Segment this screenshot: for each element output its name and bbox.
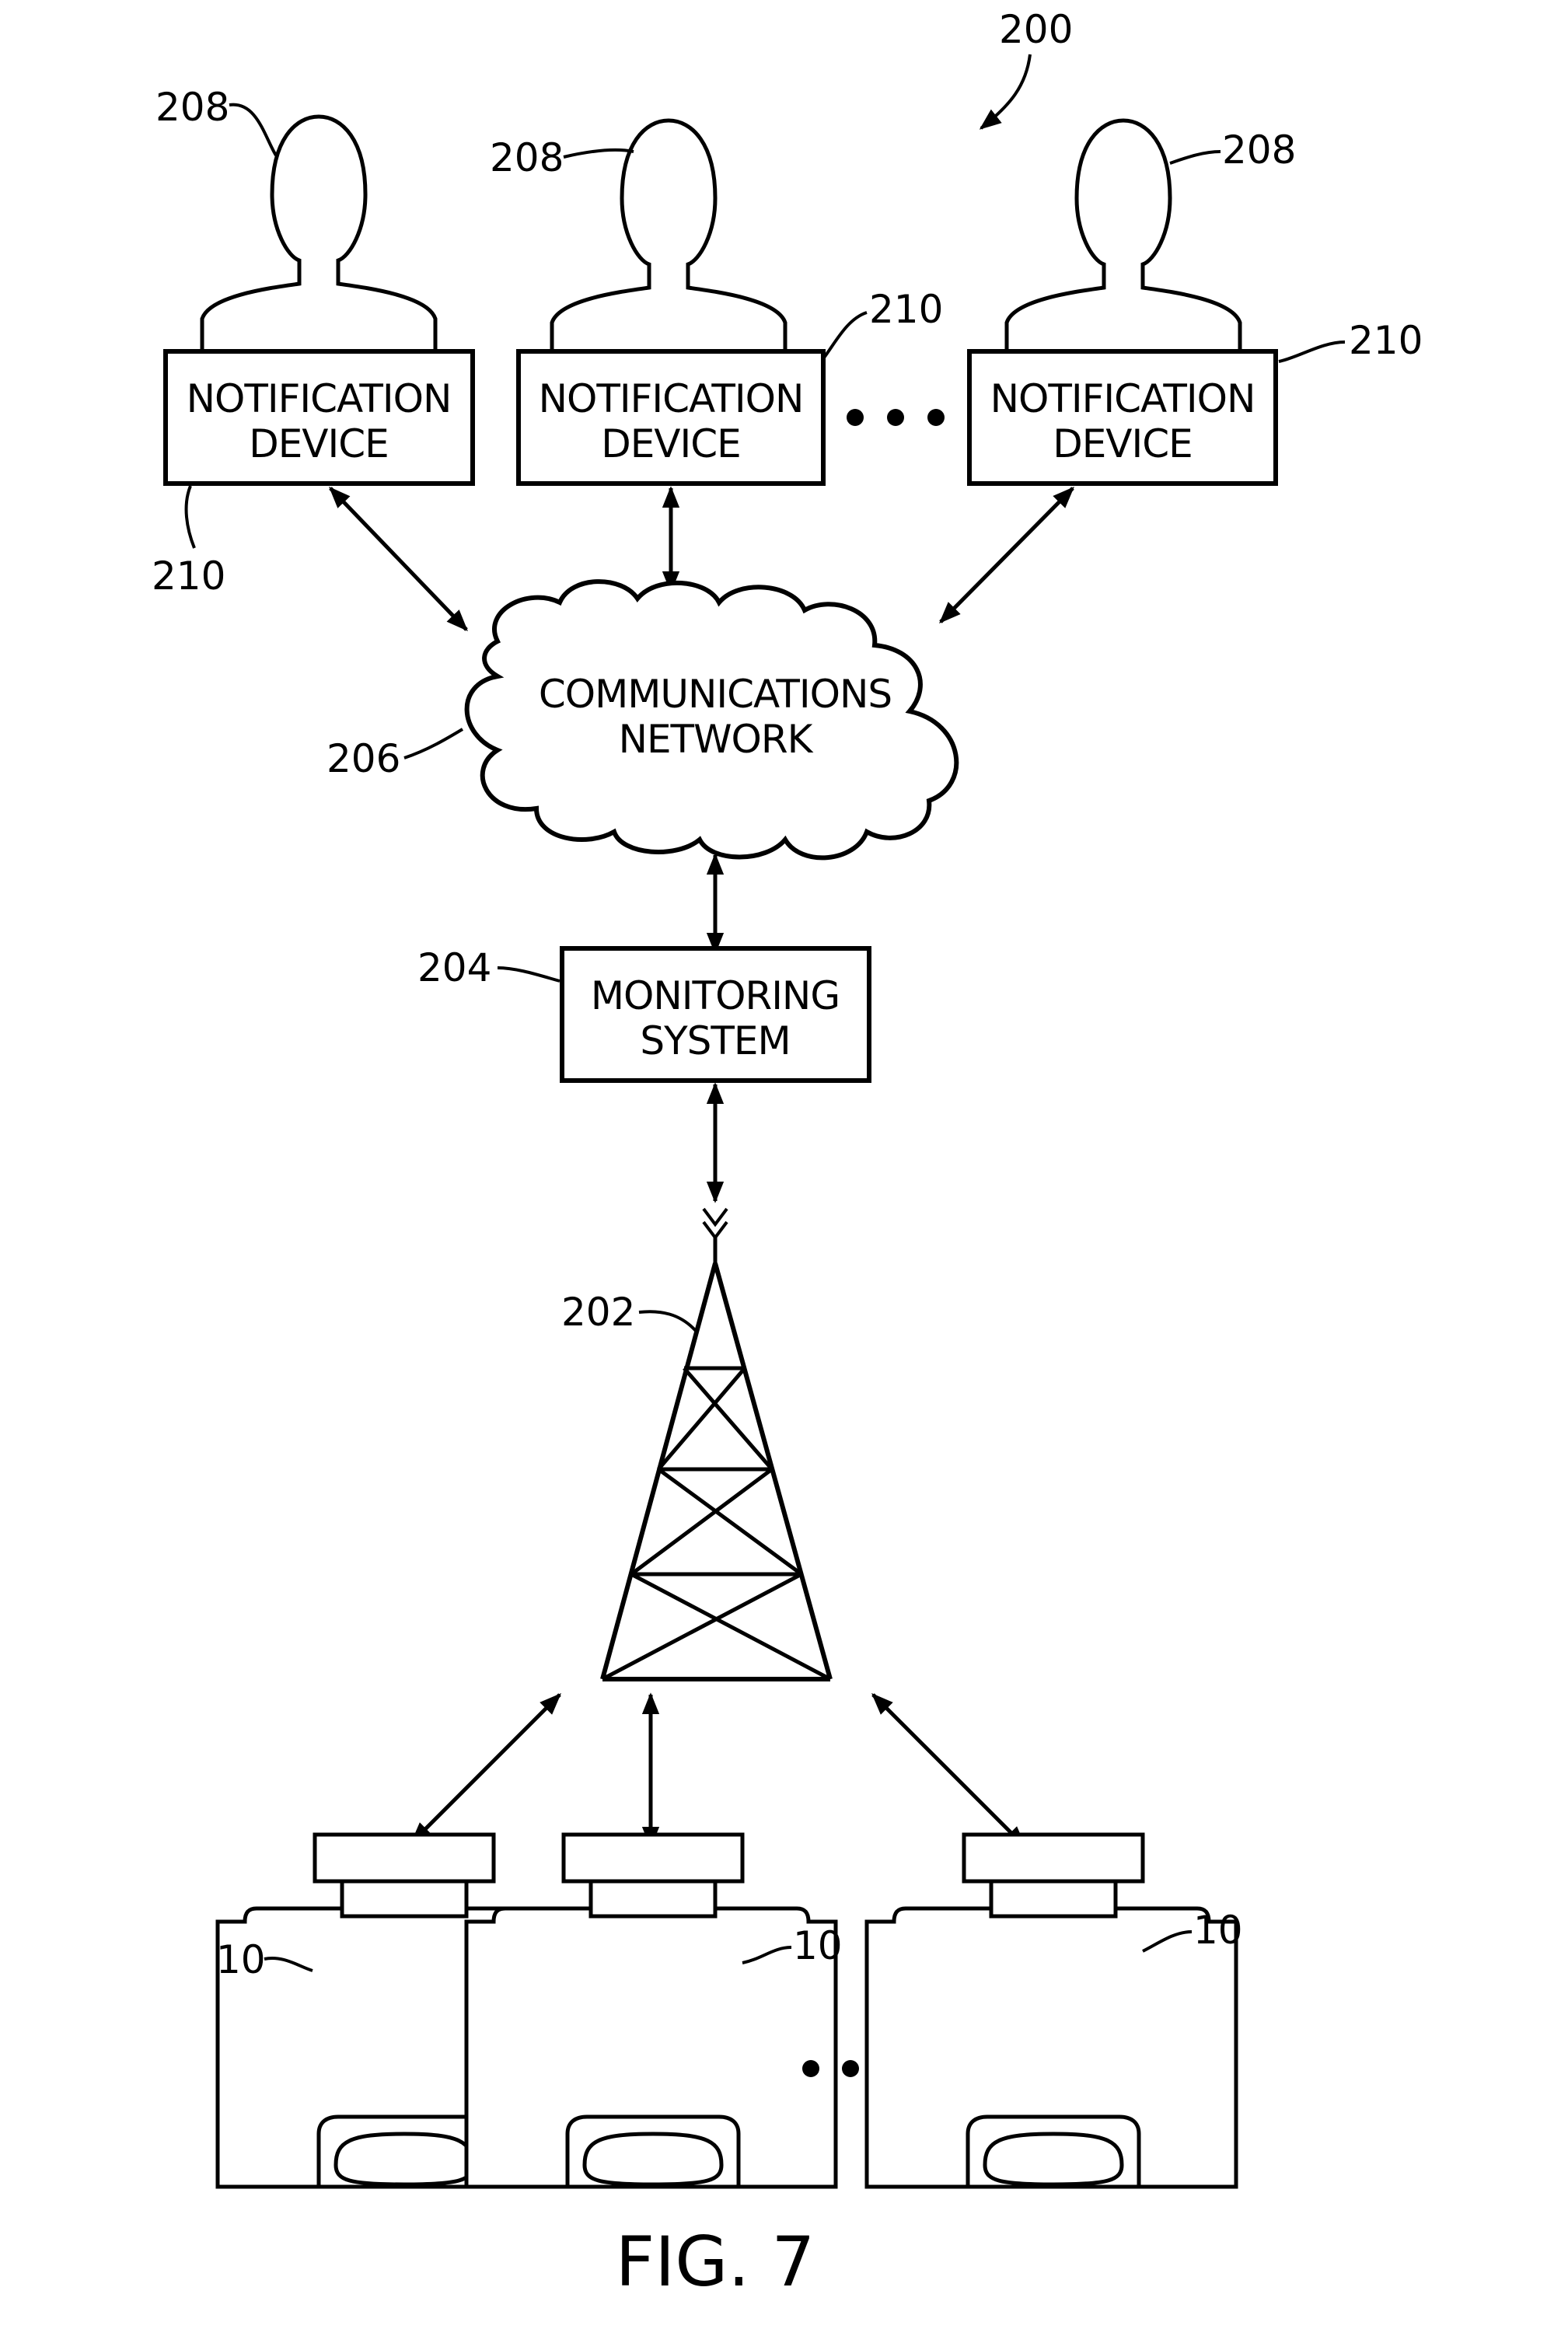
device-label-line1: NOTIFICATION (187, 376, 452, 421)
sensor-unit-drawing (867, 1835, 1236, 2187)
radio-tower: 202 (561, 1209, 830, 1679)
leader-line (824, 313, 867, 358)
sensor-unit: 10 (867, 1835, 1243, 2187)
bidirectional-arrow (873, 1695, 1025, 1846)
figure-label: FIG. 7 (616, 2222, 815, 2302)
sensor-unit: 10 (466, 1835, 843, 2187)
sensor-ref-number: 10 (1193, 1908, 1243, 1953)
device-ref-number: 210 (869, 287, 943, 332)
user-figure: 208 (490, 120, 785, 377)
ellipsis-dots (847, 409, 945, 426)
monitoring-label-line2: SYSTEM (640, 1018, 790, 1063)
user-ref-number: 208 (155, 85, 229, 130)
bidirectional-arrow (941, 488, 1073, 622)
leader-line (498, 968, 560, 981)
device-label-line1: NOTIFICATION (990, 376, 1255, 421)
person-icon (1007, 120, 1240, 377)
monitoring-system-box: MONITORING SYSTEM 204 (417, 945, 869, 1081)
leader-line (1279, 342, 1345, 361)
device-label-line1: NOTIFICATION (539, 376, 804, 421)
leader-line (404, 729, 463, 758)
network-label-line1: COMMUNICATIONS (539, 672, 892, 717)
antenna-tip (704, 1209, 727, 1238)
system-ref-arrow (981, 54, 1030, 128)
leader-line (229, 105, 276, 155)
sensor-unit-drawing (466, 1835, 836, 2187)
bidirectional-arrow (412, 1695, 560, 1842)
bidirectional-arrow (330, 488, 466, 630)
dot (927, 409, 945, 426)
network-ref-number: 206 (327, 736, 400, 781)
system-ref-number: 200 (999, 7, 1073, 52)
dot (802, 2060, 819, 2077)
user-figure: 208 (155, 85, 435, 373)
device-label-line2: DEVICE (249, 421, 389, 466)
person-icon (552, 120, 785, 377)
user-ref-number: 208 (1222, 127, 1296, 173)
tower-bracing (602, 1368, 830, 1679)
notification-device-box: NOTIFICATION DEVICE 210 (152, 351, 473, 599)
leader-line (564, 150, 634, 157)
monitoring-ref-number: 204 (417, 945, 491, 990)
person-icon (202, 117, 435, 373)
communications-network-cloud: COMMUNICATIONS NETWORK 206 (327, 581, 956, 857)
network-label-line2: NETWORK (619, 717, 814, 762)
sensor-ref-number: 10 (216, 1937, 266, 1982)
dot (847, 409, 864, 426)
monitoring-label-line1: MONITORING (591, 973, 840, 1018)
dot (887, 409, 904, 426)
user-ref-number: 208 (490, 135, 564, 180)
leader-line (639, 1311, 696, 1331)
device-ref-number: 210 (1349, 318, 1423, 363)
device-label-line2: DEVICE (601, 421, 741, 466)
system-reference: 200 (981, 7, 1073, 128)
dot (842, 2060, 859, 2077)
tower-ref-number: 202 (561, 1290, 635, 1335)
device-ref-number: 210 (152, 553, 225, 599)
sensor-ref-number: 10 (793, 1923, 843, 1968)
device-label-line2: DEVICE (1053, 421, 1193, 466)
user-figure: 208 (1007, 120, 1296, 377)
leader-line (187, 486, 194, 548)
leader-line (1170, 152, 1221, 163)
